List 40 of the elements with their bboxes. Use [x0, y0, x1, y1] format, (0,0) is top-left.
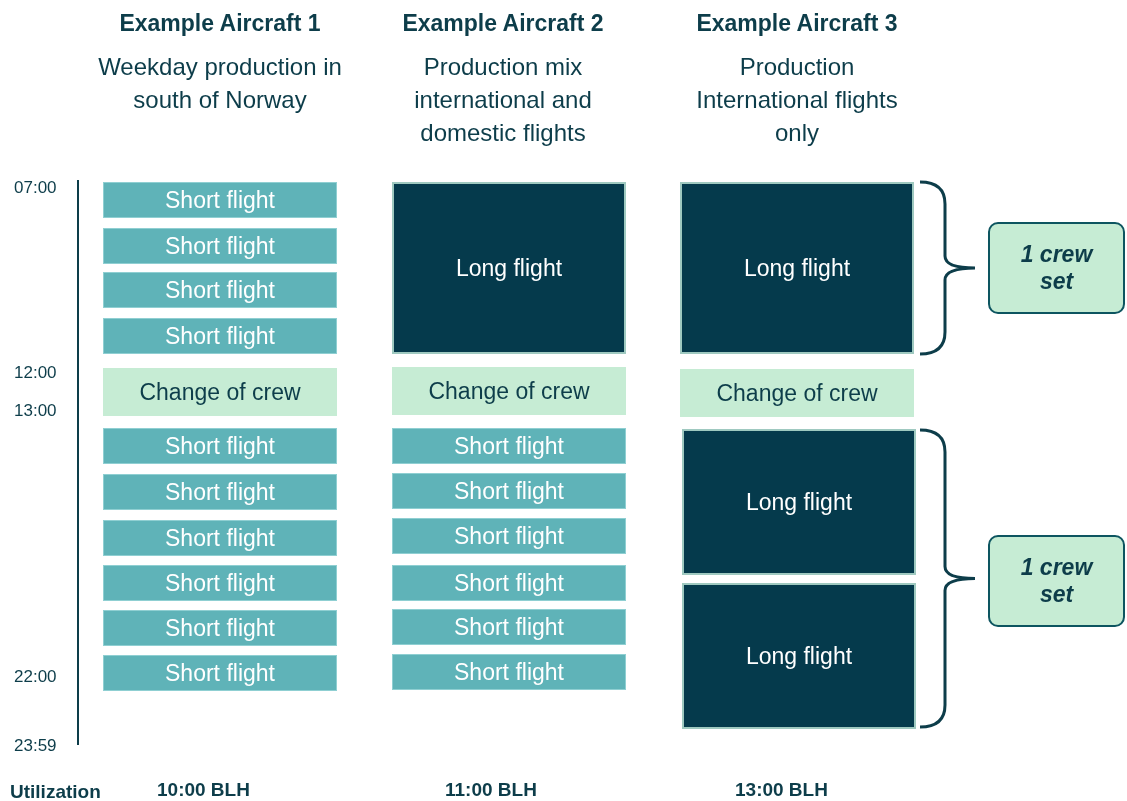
value-label: 11:00 BLH [445, 778, 537, 801]
flight-block: Long flight [680, 182, 914, 354]
flight-block: Short flight [103, 318, 337, 354]
time-label: 23:59 [14, 735, 57, 757]
flight-block: Short flight [103, 610, 337, 646]
flight-block: Short flight [103, 182, 337, 218]
column-heading: Example Aircraft 3 [695, 9, 899, 38]
value-label: 10:00 BLH [157, 778, 250, 801]
flight-block: Short flight [103, 428, 337, 464]
crew-change-block: Change of crew [392, 367, 626, 415]
flight-block: Long flight [392, 182, 626, 354]
time-label: 22:00 [14, 666, 57, 688]
time-label: 07:00 [14, 177, 57, 199]
crew-change-block: Change of crew [103, 368, 337, 416]
flight-block: Short flight [103, 272, 337, 308]
flight-block: Long flight [682, 583, 916, 729]
column-heading: Example Aircraft 2 [401, 9, 605, 38]
flight-block: Short flight [392, 518, 626, 554]
callout-box: 1 crew set [988, 535, 1125, 627]
flight-block: Short flight [392, 609, 626, 645]
column-description: Production International flights only [695, 52, 899, 149]
crew-change-block: Change of crew [680, 369, 914, 417]
row-heading: Utilization [10, 780, 101, 801]
flight-block: Short flight [392, 654, 626, 690]
flight-block: Short flight [103, 655, 337, 691]
flight-block: Short flight [103, 474, 337, 510]
flight-block: Short flight [392, 473, 626, 509]
flight-block: Short flight [103, 565, 337, 601]
time-label: 13:00 [14, 400, 57, 422]
time-label: 12:00 [14, 362, 57, 384]
column-description: Weekday production in south of Norway [97, 52, 343, 116]
callout-box: 1 crew set [988, 222, 1125, 314]
flight-block: Short flight [392, 565, 626, 601]
value-label: 13:00 BLH [735, 778, 828, 801]
flight-block: Short flight [103, 228, 337, 264]
flight-block: Long flight [682, 429, 916, 575]
column-heading: Example Aircraft 1 [118, 9, 322, 38]
flight-block: Short flight [103, 520, 337, 556]
column-description: Production mix international and domestic flights [413, 52, 593, 149]
flight-block: Short flight [392, 428, 626, 464]
